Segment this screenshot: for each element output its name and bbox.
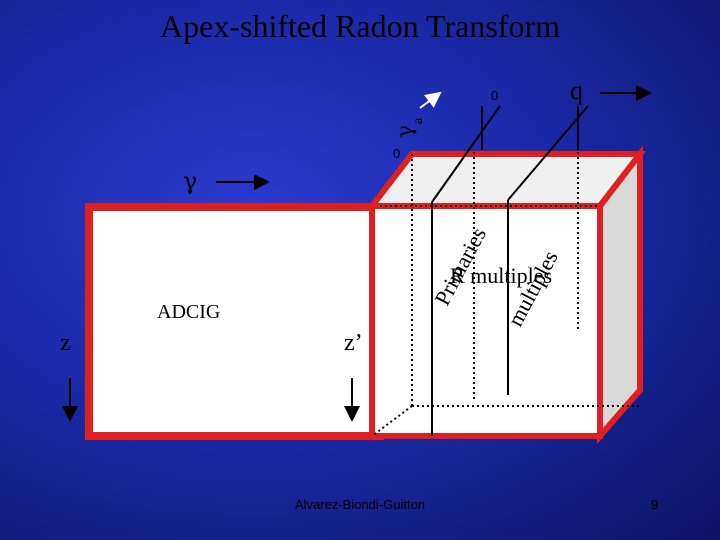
z-label: z bbox=[60, 330, 71, 356]
cube-hidden-edges bbox=[371, 154, 640, 437]
event-planes bbox=[431, 105, 589, 436]
adcig-panel bbox=[85, 203, 384, 440]
slide-title: Apex-shifted Radon Transform bbox=[160, 8, 560, 44]
zero-top-label: 0 bbox=[491, 88, 498, 103]
cube-front-face bbox=[369, 203, 603, 439]
gamma-a-subscript: a bbox=[411, 117, 426, 124]
r-multiples-label: R multiples bbox=[450, 263, 552, 288]
adcig-label: ADCIG bbox=[157, 301, 220, 323]
event-planes-dotted bbox=[473, 152, 579, 400]
gamma-a-arrow bbox=[419, 91, 442, 109]
cube-right-face bbox=[597, 145, 643, 445]
footer-credit: Alvarez-Biondi-Guitton bbox=[294, 497, 426, 512]
gamma-a-symbol: γ bbox=[393, 125, 418, 138]
gamma-a-label: γ a bbox=[393, 117, 426, 138]
page-number: 9 bbox=[651, 497, 659, 512]
z-prime-label: z’ bbox=[344, 330, 363, 356]
gamma-label: γ bbox=[183, 167, 197, 195]
q-label: q bbox=[570, 76, 583, 105]
zero-side-label: 0 bbox=[393, 146, 400, 161]
